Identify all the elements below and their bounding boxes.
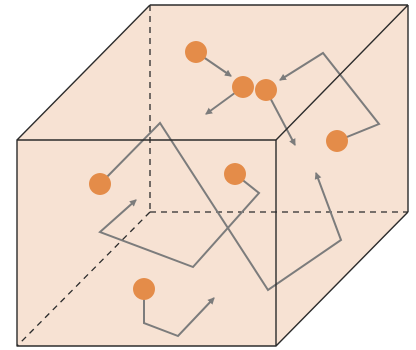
box-visible-edges	[16, 4, 409, 347]
particle-6	[224, 163, 246, 185]
edge-top-left-depth	[16, 4, 151, 141]
particle-5	[89, 173, 111, 195]
particle-3	[255, 79, 277, 101]
trajectory-path-4	[143, 289, 215, 338]
edge-bottom-right-depth	[275, 211, 409, 347]
particle-7	[133, 278, 155, 300]
box-hidden-edges	[16, 5, 408, 347]
hidden-edge-depth	[16, 211, 151, 347]
particle-2	[232, 76, 254, 98]
trajectory-path-2	[98, 173, 261, 269]
particle-1	[185, 41, 207, 63]
trajectory-path-1	[99, 121, 343, 292]
trajectory-path-3	[279, 51, 381, 142]
box-front-face	[17, 140, 276, 346]
box-faces	[17, 5, 408, 346]
box-top-face	[17, 5, 408, 140]
particle-4	[326, 130, 348, 152]
particles	[89, 41, 348, 300]
edge-top-right-depth	[275, 4, 409, 141]
